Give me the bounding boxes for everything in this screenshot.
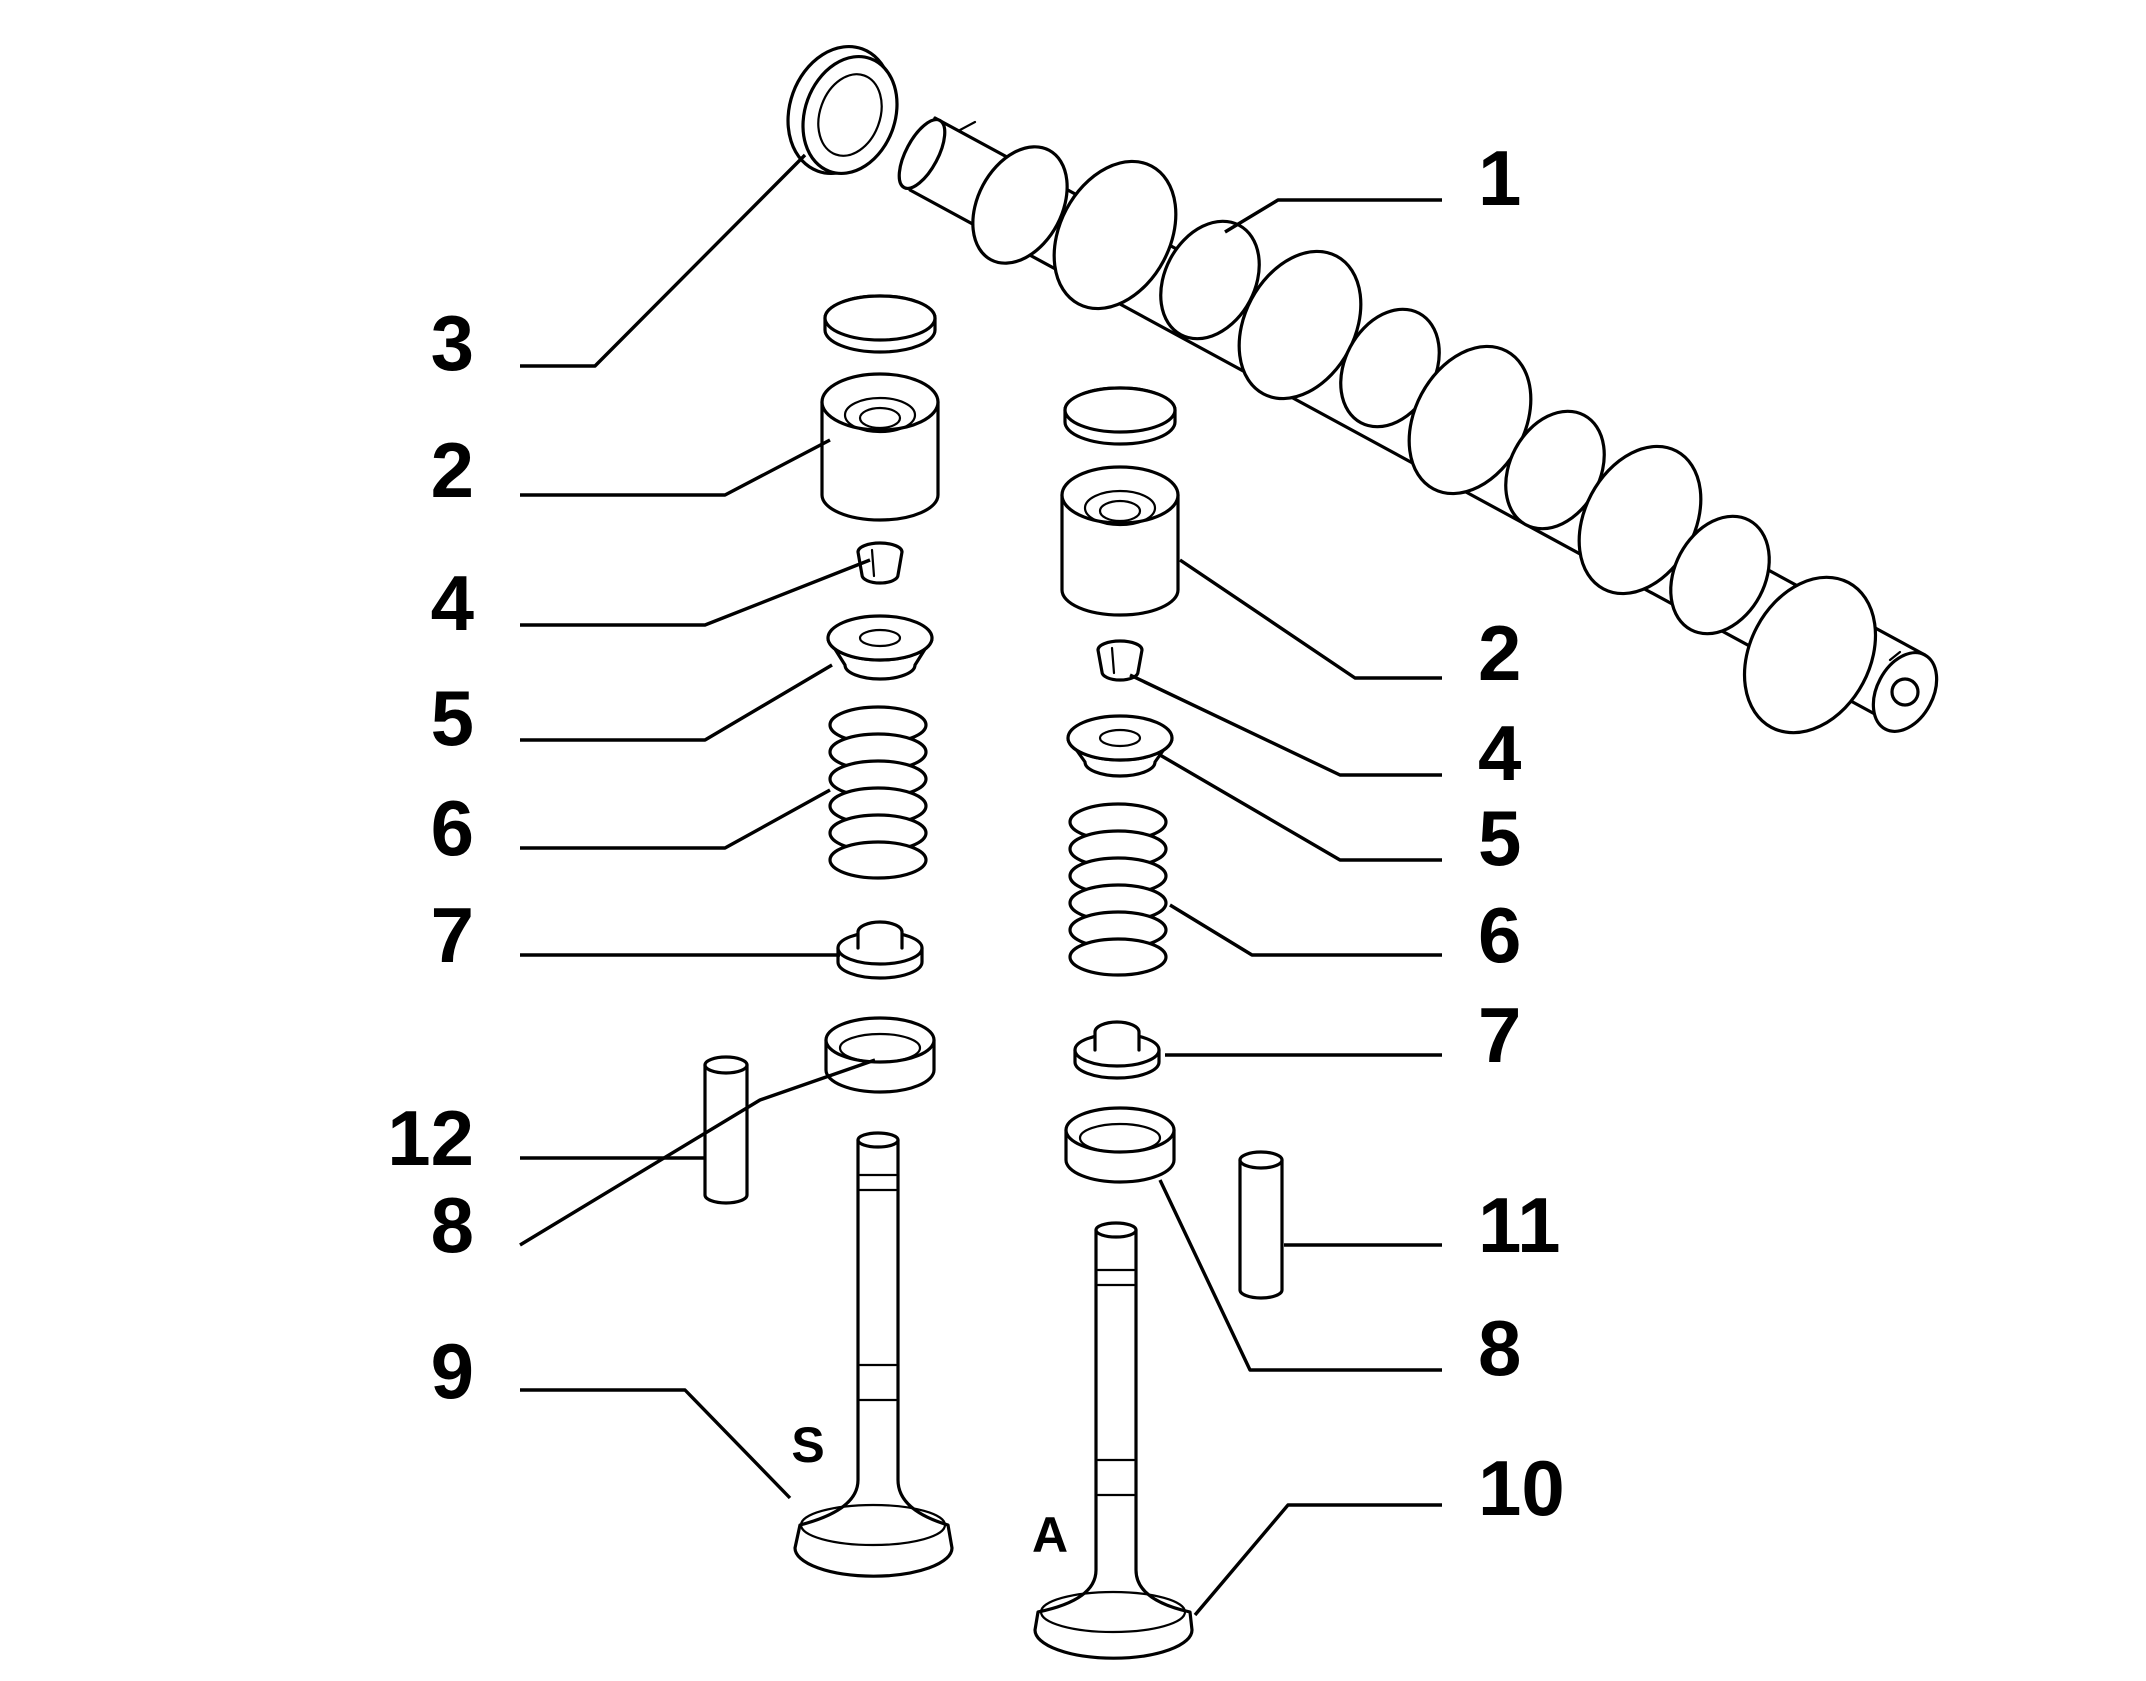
callout-8-left: 8 [431,1181,474,1269]
callout-1: 1 [1478,134,1521,222]
valve-marks: S A [791,1417,1068,1563]
callout-6-left: 6 [431,784,474,872]
tappet-left[interactable] [820,372,940,522]
shim-left[interactable] [823,294,937,354]
tappet-right[interactable] [1060,465,1180,617]
callout-3: 3 [431,299,474,387]
callout-4-right: 4 [1478,709,1521,797]
leader-lines [519,153,1442,1617]
shim-right[interactable] [1063,386,1177,446]
exhaust-valve[interactable] [793,1131,954,1578]
callout-9: 9 [431,1327,474,1415]
camshaft[interactable] [890,113,1949,756]
guide-right[interactable] [1238,1150,1284,1300]
callout-12: 12 [387,1094,474,1182]
retainer-right[interactable] [1066,714,1174,778]
retainer-left[interactable] [826,614,934,681]
callout-7-left: 7 [431,891,474,979]
exhaust-mark: S [791,1417,824,1473]
callout-2-right: 2 [1478,609,1521,697]
stem-seal-right[interactable] [1073,1020,1161,1080]
callout-4-left: 4 [431,559,474,647]
stem-seal-left[interactable] [836,920,924,980]
spring-right[interactable] [1068,802,1168,977]
seat-left[interactable] [824,1016,936,1094]
callout-2-left: 2 [431,426,474,514]
callout-5-left: 5 [431,674,474,762]
callout-labels: 1 2 2 3 4 4 5 5 6 6 7 7 8 8 9 10 11 12 [387,134,1565,1532]
callout-5-right: 5 [1478,794,1521,882]
callout-7-right: 7 [1478,991,1521,1079]
seat-right[interactable] [1064,1106,1176,1184]
callout-11: 11 [1478,1181,1560,1269]
cotter-left[interactable] [856,541,904,585]
spring-left[interactable] [828,705,928,880]
intake-mark: A [1032,1507,1068,1563]
guide-left[interactable] [703,1055,749,1205]
callout-10: 10 [1478,1444,1565,1532]
cotter-right[interactable] [1096,639,1144,682]
callout-6-right: 6 [1478,891,1521,979]
callout-8-right: 8 [1478,1304,1521,1392]
camshaft-oil-seal[interactable] [771,32,913,188]
intake-valve[interactable] [1033,1221,1194,1660]
